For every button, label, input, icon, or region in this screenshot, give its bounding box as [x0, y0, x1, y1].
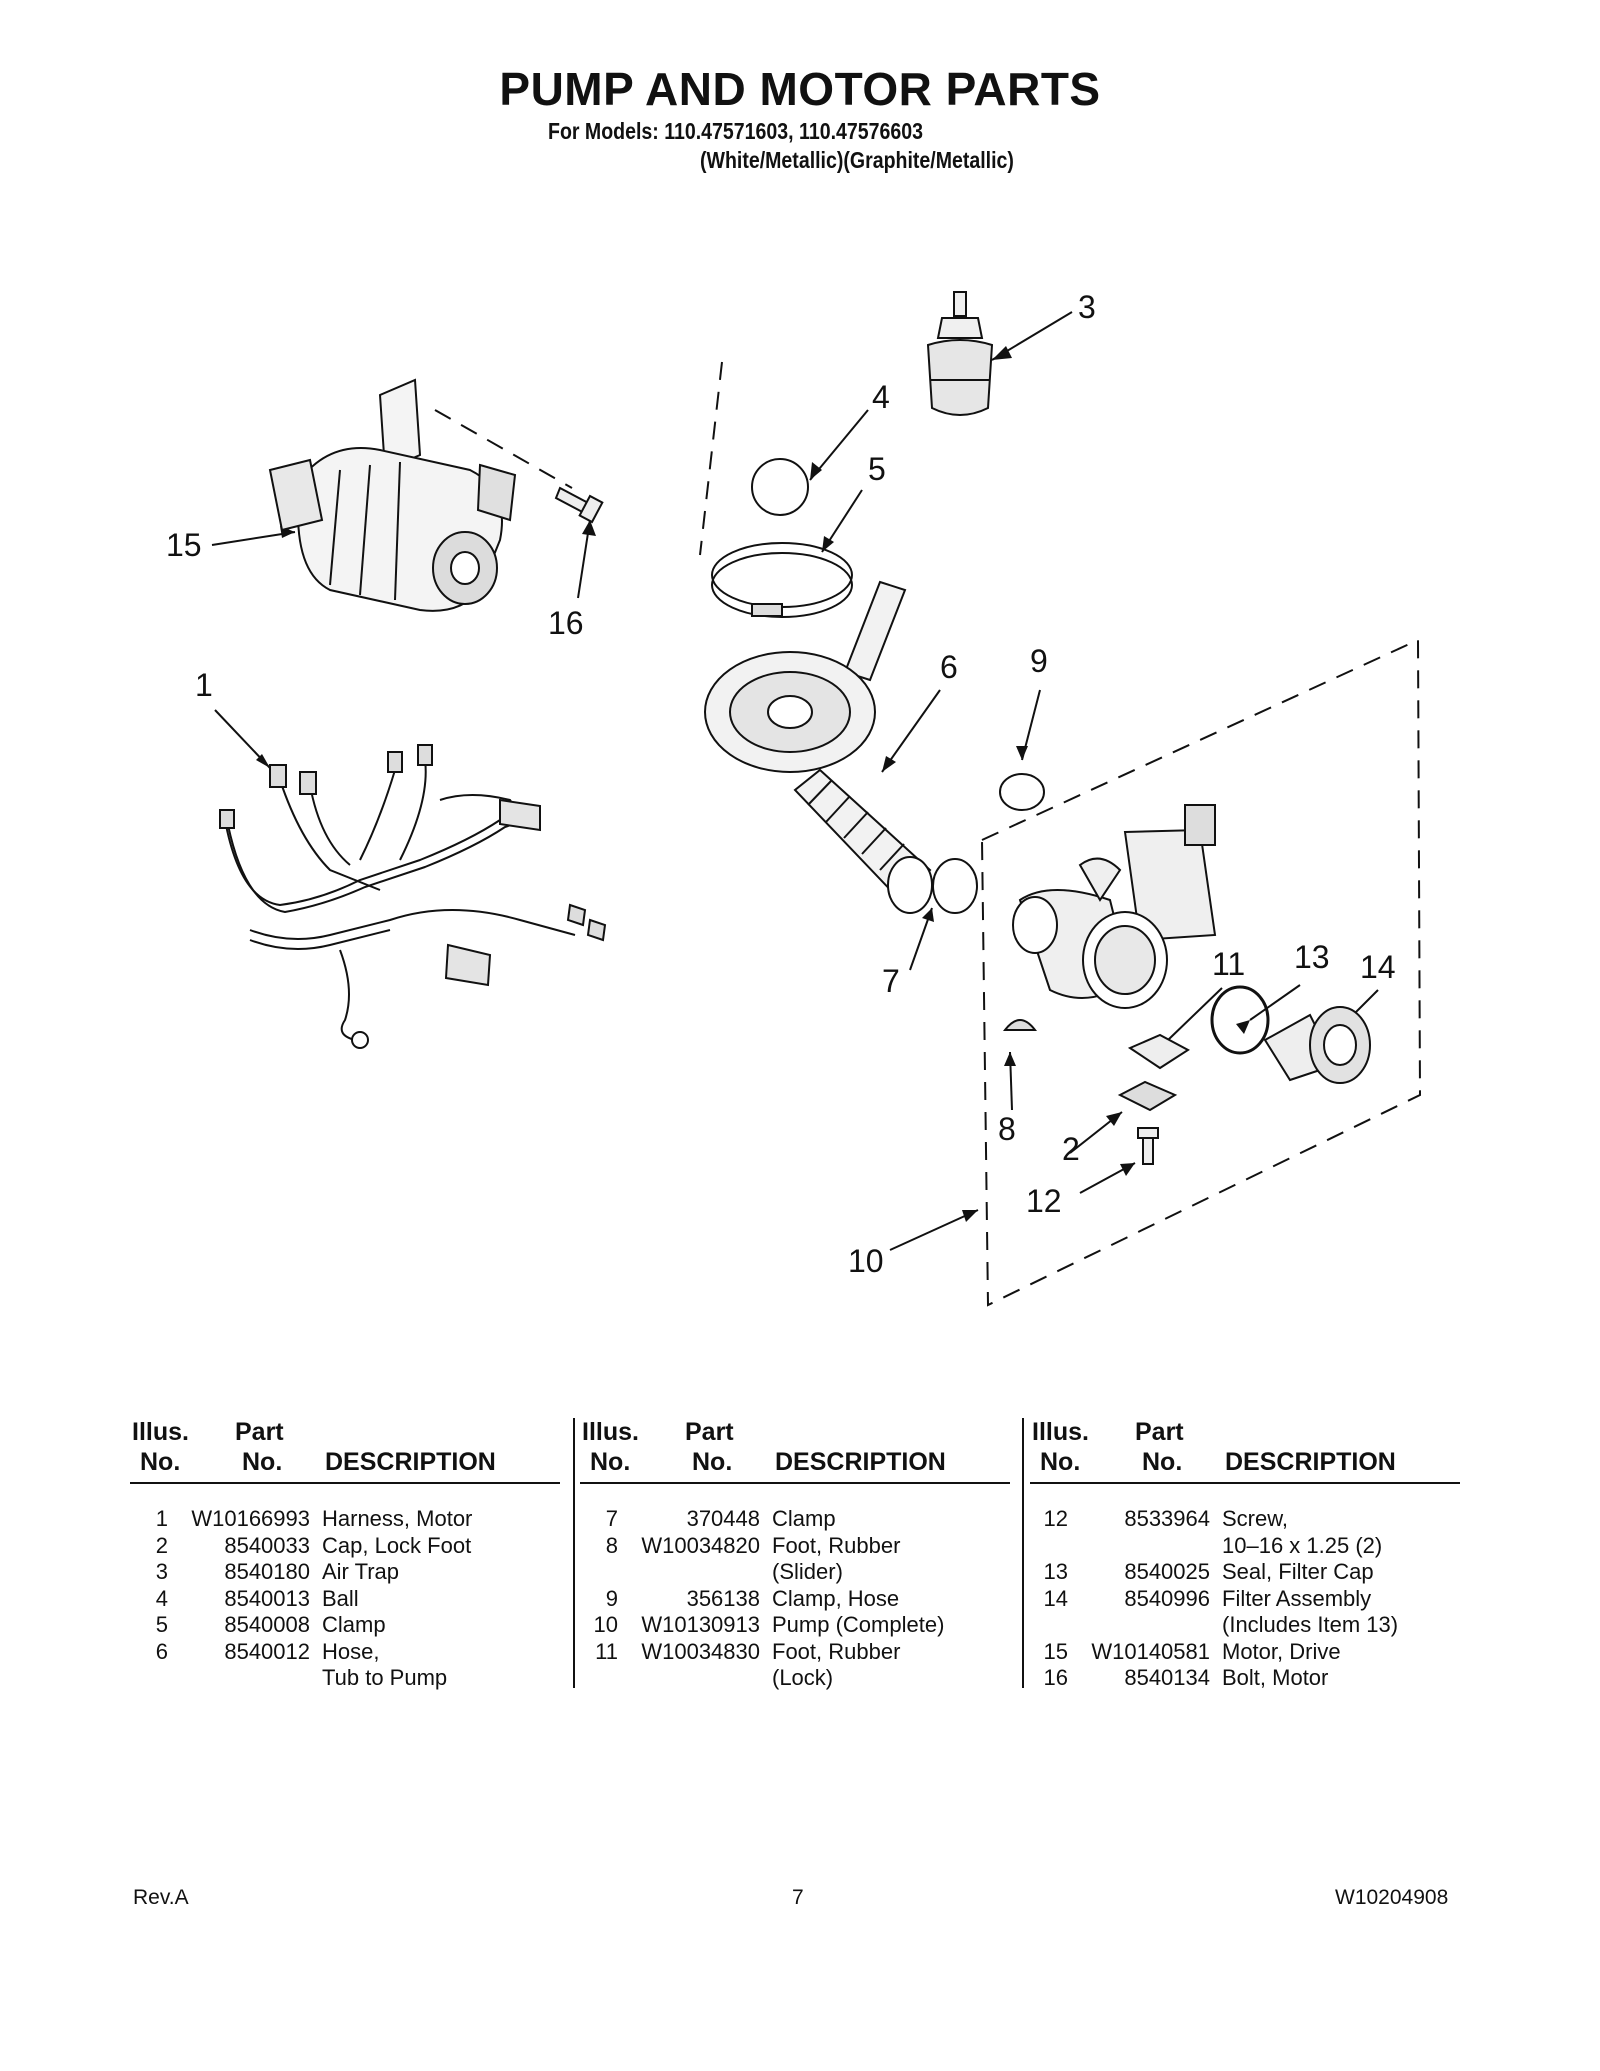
callout-11: 11 — [1212, 946, 1245, 982]
table-row: (Includes Item 13) — [1222, 1612, 1399, 1637]
header-rule — [1030, 1482, 1460, 1484]
header-illus: Illus. — [582, 1418, 639, 1446]
callout-14: 14 — [1360, 949, 1396, 985]
header-part: Part — [685, 1418, 734, 1446]
header-illus: Illus. — [132, 1418, 189, 1446]
header-part-no: No. — [242, 1448, 283, 1476]
page-number: 7 — [792, 1886, 804, 1909]
callout-9: 9 — [1030, 643, 1048, 679]
column-divider — [1022, 1418, 1024, 1688]
header-part-no: No. — [692, 1448, 733, 1476]
header-part: Part — [235, 1418, 284, 1446]
callout-10: 10 — [848, 1243, 884, 1279]
callout-5: 5 — [868, 451, 886, 487]
lock-foot-illustration — [1127, 1033, 1190, 1070]
header-illus: Illus. — [1032, 1418, 1089, 1446]
callout-8: 8 — [998, 1111, 1016, 1147]
drive-motor-illustration — [268, 378, 517, 612]
leader-13 — [1249, 984, 1301, 1021]
motor-harness-illustration — [219, 744, 607, 1049]
motor-bolt-illustration — [554, 486, 604, 524]
column-header: Illus. Part No. No. DESCRIPTION — [1030, 1418, 1460, 1480]
header-description: DESCRIPTION — [1225, 1448, 1396, 1476]
header-description: DESCRIPTION — [775, 1448, 946, 1476]
lock-foot-cap-illustration — [1117, 1080, 1178, 1112]
slider-foot-illustration — [1002, 1019, 1038, 1031]
header-no: No. — [1040, 1448, 1081, 1476]
colors-line: (White/Metallic)(Graphite/Metallic) — [700, 147, 1014, 173]
leader-6 — [881, 689, 941, 773]
leader-10 — [889, 1209, 979, 1251]
exploded-parts-diagram: 1 2 3 4 5 6 7 8 9 10 11 12 13 14 15 16 — [166, 289, 1422, 1307]
callout-7: 7 — [882, 963, 900, 999]
pump-assembly-boundary — [981, 638, 1422, 1307]
callout-12: 12 — [1026, 1183, 1062, 1219]
clamp-7-illustration — [932, 858, 978, 914]
table-row: (Slider) — [772, 1559, 843, 1584]
header-rule — [130, 1482, 560, 1484]
column-divider — [573, 1418, 575, 1688]
leader-11 — [1167, 987, 1223, 1041]
document-number: W10204908 — [1335, 1886, 1449, 1909]
header-description: DESCRIPTION — [325, 1448, 496, 1476]
column-header: Illus. Part No. No. DESCRIPTION — [130, 1418, 560, 1480]
header-no: No. — [140, 1448, 181, 1476]
callout-3: 3 — [1078, 289, 1096, 325]
hose-illustration — [704, 580, 933, 914]
ball-illustration — [751, 458, 809, 516]
callout-15: 15 — [166, 527, 202, 563]
revision-label: Rev.A — [133, 1886, 189, 1909]
table-row: Tub to Pump — [322, 1665, 448, 1690]
pump-illustration — [1012, 804, 1217, 1009]
table-row: (Lock) — [772, 1665, 834, 1690]
clamp-illustration — [711, 542, 853, 618]
header-no: No. — [590, 1448, 631, 1476]
leader-15 — [211, 531, 296, 546]
hose-clamp-9-illustration — [999, 773, 1045, 811]
air-trap-illustration — [926, 291, 994, 416]
callout-1: 1 — [195, 667, 213, 703]
header-rule — [580, 1482, 1010, 1484]
callout-16: 16 — [548, 605, 584, 641]
table-row: 10–16 x 1.25 (2) — [1222, 1532, 1383, 1558]
callout-13: 13 — [1294, 939, 1330, 975]
column-header: Illus. Part No. No. DESCRIPTION — [580, 1418, 1010, 1480]
screw-illustration — [1137, 1127, 1159, 1165]
header-part-no: No. — [1142, 1448, 1183, 1476]
callout-4: 4 — [872, 379, 890, 415]
filter-cap-seal-illustration — [1210, 985, 1270, 1055]
callout-6: 6 — [940, 649, 958, 685]
callout-2: 2 — [1062, 1131, 1080, 1167]
page-title: PUMP AND MOTOR PARTS — [499, 63, 1101, 115]
filter-assembly-illustration — [1263, 1006, 1371, 1084]
header-part: Part — [1135, 1418, 1184, 1446]
models-line: For Models: 110.47571603, 110.47576603 — [548, 118, 923, 144]
